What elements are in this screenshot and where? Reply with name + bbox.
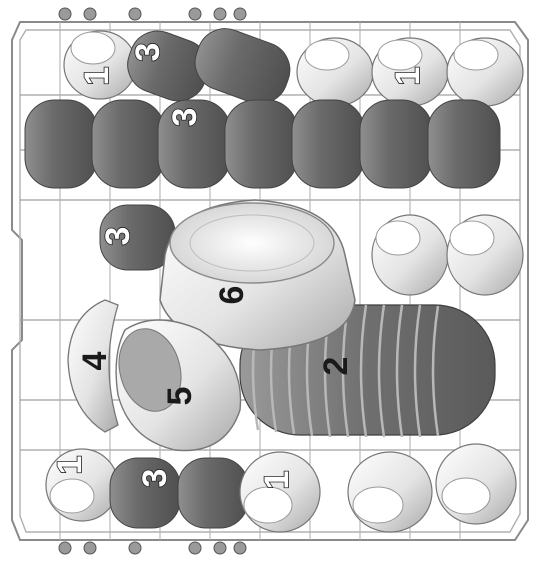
cup-bottom-2 — [240, 452, 320, 532]
label-bowl-5: 5 — [161, 387, 199, 406]
label-plates-2: 2 — [317, 357, 355, 376]
label-glass-3a: 3 — [129, 43, 167, 62]
cup-top-5 — [447, 38, 523, 106]
label-cup-1c: 1 — [51, 456, 89, 475]
label-glass-3b: 3 — [166, 108, 204, 127]
cup-bottom-3 — [348, 452, 432, 532]
top-row-items — [64, 21, 523, 112]
label-cup-1b: 1 — [389, 67, 427, 86]
label-glass-3c: 3 — [99, 227, 137, 246]
label-bowl-4: 4 — [76, 351, 114, 370]
cup-top-3 — [297, 38, 373, 106]
cups-middle-right — [372, 215, 523, 295]
label-glass-3d: 3 — [136, 469, 174, 488]
glass-top-2 — [187, 21, 297, 112]
cup-top-left — [64, 31, 136, 99]
label-cup-1d: 1 — [258, 471, 296, 490]
glass-bottom-2 — [178, 458, 248, 528]
second-row-glasses — [25, 100, 500, 188]
cup-bottom-4 — [436, 444, 516, 524]
label-cup-1a: 1 — [78, 67, 116, 86]
label-bowl-6: 6 — [213, 286, 251, 305]
glass-bottom-1 — [110, 458, 180, 528]
